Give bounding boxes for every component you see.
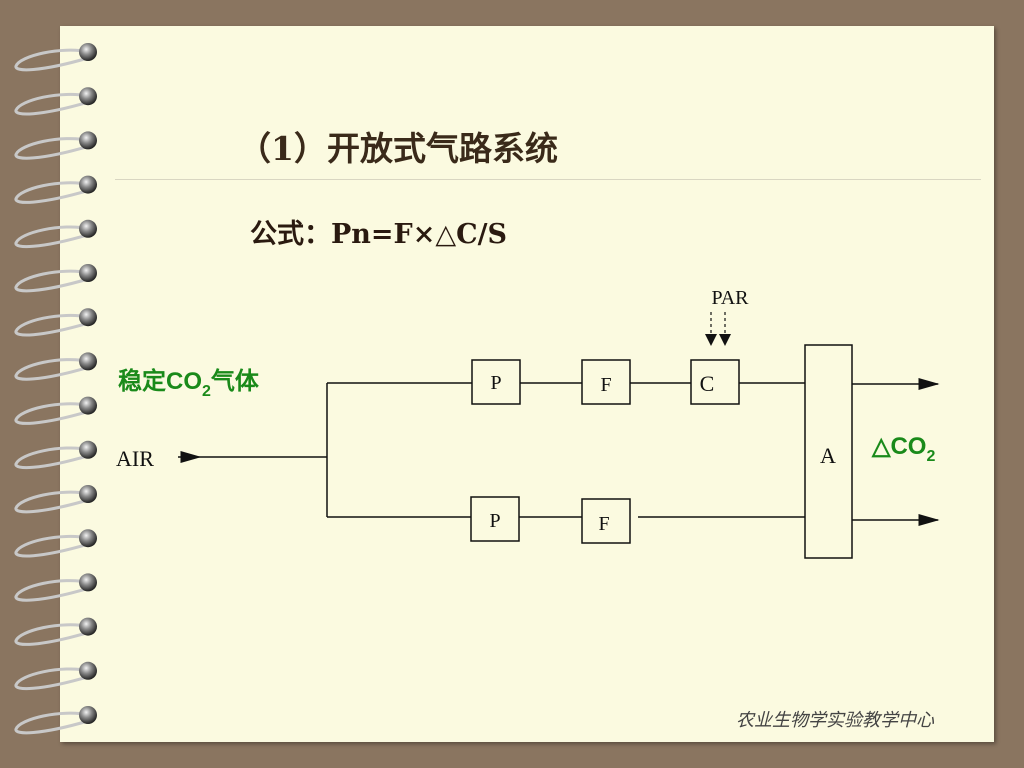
air-label: AIR [116, 446, 154, 471]
binding-hole [79, 308, 97, 327]
binding-hole [79, 352, 97, 371]
binding-wire [14, 48, 91, 72]
analyzer-box [804, 344, 853, 559]
binding-wire [14, 313, 91, 337]
chamber-label: C [700, 371, 715, 396]
binding-hole [79, 396, 97, 415]
binding-hole [79, 43, 97, 61]
bottom-pump-box [470, 496, 520, 542]
binding-wire [14, 137, 91, 160]
bottom-flowmeter-label: F [598, 513, 609, 535]
binding-hole [79, 87, 97, 106]
binding-hole [79, 529, 97, 548]
top-flowmeter-label: F [600, 374, 611, 396]
binding-hole [79, 440, 97, 459]
footer-credit: 农业生物学实验教学中心 [736, 710, 934, 731]
bottom-pump-label: P [489, 510, 500, 532]
binding-wire [14, 623, 91, 646]
binding-wire [14, 711, 91, 735]
analyzer-label: A [820, 443, 836, 468]
binding-wire [14, 181, 91, 204]
binding-hole [79, 485, 97, 503]
page-title: （1）开放式气路系统 [238, 129, 558, 168]
title-divider [115, 179, 981, 180]
formula: 公式：Pn=F×△C/S [250, 219, 507, 250]
par-arrowhead-left [705, 334, 717, 346]
binding-wire [14, 269, 91, 293]
delta-co2-label: △CO2 [871, 433, 935, 465]
binding-hole [79, 175, 97, 194]
top-pump-label: P [490, 372, 501, 394]
binding-wire [14, 534, 91, 558]
chamber-box [690, 359, 740, 405]
par-arrowhead-right [719, 334, 731, 346]
top-flowmeter-box [581, 359, 631, 405]
gas-source-label: 稳定CO2气体 [118, 367, 260, 400]
top-pump-box [471, 359, 521, 405]
binding-wire [14, 446, 91, 470]
binding-wire [14, 667, 91, 691]
binding-hole [79, 219, 97, 238]
binding-hole [79, 131, 97, 150]
binding-hole [79, 617, 97, 636]
binding-wire [14, 579, 91, 602]
binding-hole [79, 573, 97, 592]
binding-hole [79, 706, 97, 724]
binding-hole [79, 264, 97, 282]
binding-wire [14, 490, 91, 514]
binding-wire [14, 92, 91, 116]
par-label: PAR [711, 287, 749, 309]
binding-wire [14, 225, 91, 249]
bottom-flowmeter-box [581, 498, 631, 544]
binding-wire [14, 358, 91, 381]
binding-wire [14, 402, 91, 425]
binding-hole [79, 661, 97, 680]
